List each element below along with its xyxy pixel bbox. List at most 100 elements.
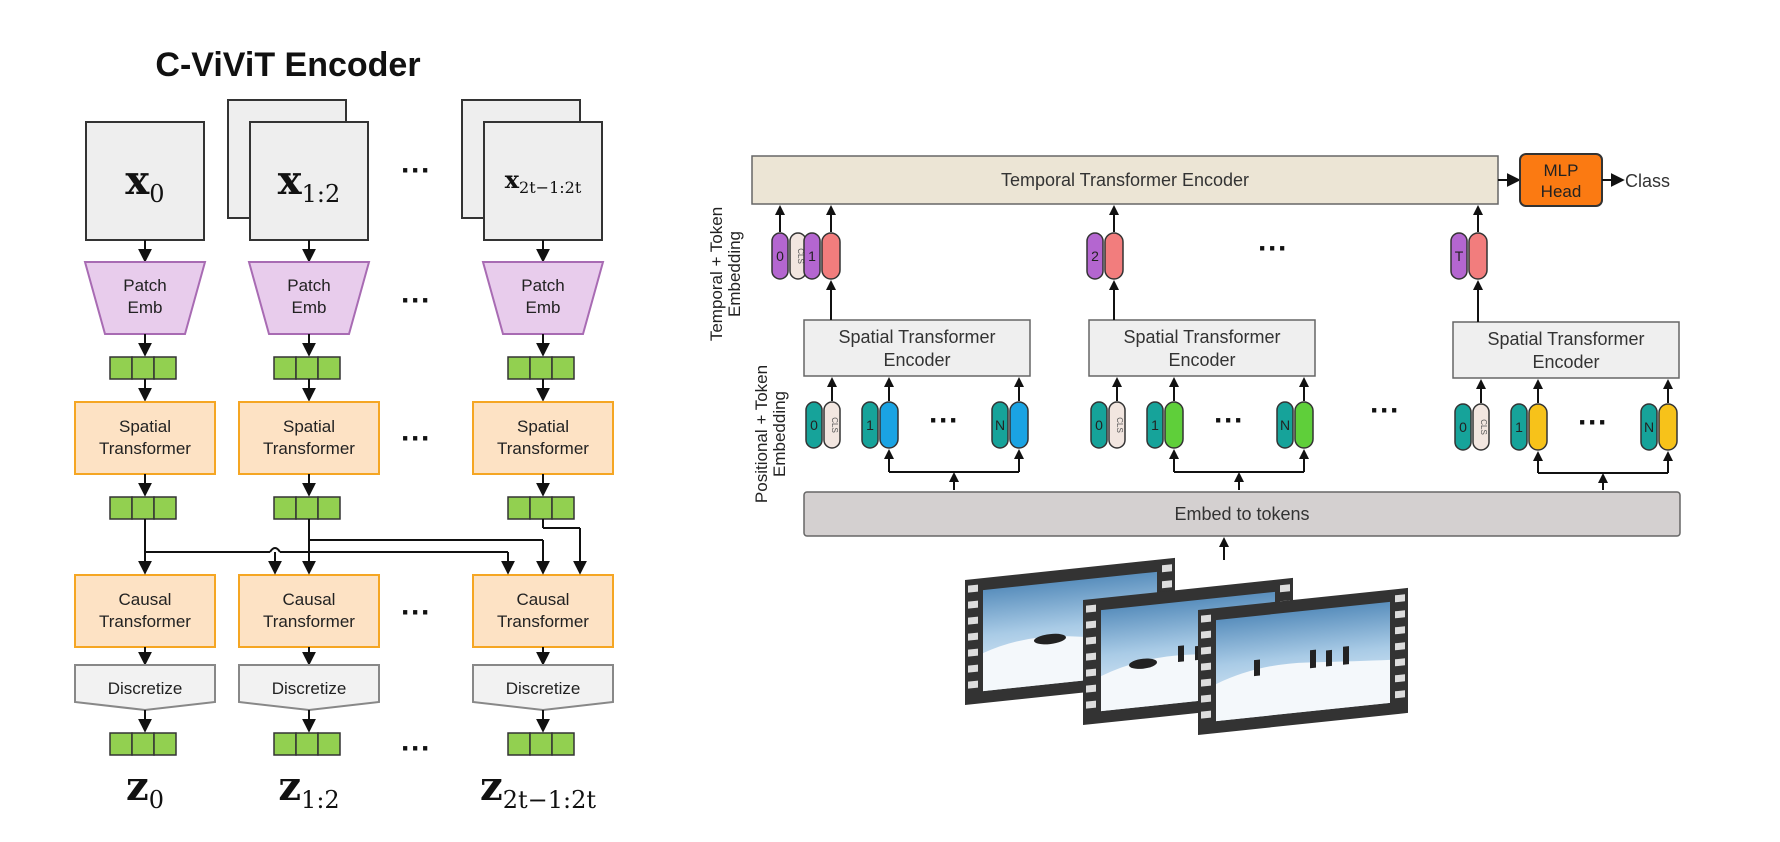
causal-transformer-label: Transformer bbox=[263, 612, 355, 631]
spatial-encoder-3: Spatial Transformer Encoder bbox=[1452, 280, 1680, 379]
svg-text:Embedding: Embedding bbox=[770, 391, 789, 477]
spatial-encoder-2: Spatial Transformer Encoder bbox=[1088, 280, 1316, 377]
token-label: T bbox=[1455, 248, 1464, 264]
token-label: N bbox=[995, 417, 1005, 433]
input-frame-box bbox=[483, 121, 603, 241]
discretize-label: Discretize bbox=[506, 679, 581, 698]
spatial-encoder-label: Spatial Transformer bbox=[1123, 327, 1280, 347]
spatial-encoder-label: Encoder bbox=[883, 350, 950, 370]
causal-transformer-label: Transformer bbox=[497, 612, 589, 631]
film-frame bbox=[1198, 587, 1408, 735]
cls-label: CLS bbox=[1115, 417, 1124, 433]
spatial-encoder-1: Spatial Transformer Encoder bbox=[803, 280, 1031, 377]
token-strip bbox=[507, 356, 575, 380]
output-label: z2t−1:2t bbox=[480, 763, 596, 814]
cls-label: CLS bbox=[796, 248, 805, 264]
patch-emb-label: Emb bbox=[292, 298, 327, 317]
svg-text:Positional + Token: Positional + Token bbox=[752, 365, 771, 503]
ellipsis: ··· bbox=[401, 422, 431, 455]
token-strip bbox=[273, 496, 341, 520]
patch-emb-block bbox=[247, 261, 371, 335]
token-strip bbox=[109, 496, 177, 520]
spatial-transformer-label: Spatial bbox=[517, 417, 569, 436]
temporal-position-token bbox=[1086, 232, 1104, 280]
ellipsis: ··· bbox=[401, 154, 431, 187]
embed-to-tokens-block bbox=[803, 491, 1681, 537]
causal-transformer-block bbox=[238, 574, 380, 648]
cls-token bbox=[1472, 403, 1490, 451]
discretize-label: Discretize bbox=[108, 679, 183, 698]
token-label: 1 bbox=[1151, 417, 1159, 433]
output-label: z0 bbox=[126, 763, 164, 814]
cls-label: CLS bbox=[1479, 419, 1488, 435]
temporal-feature-token bbox=[1468, 232, 1488, 280]
spatial-transformer-label: Transformer bbox=[497, 439, 589, 458]
spatial-transformer-block bbox=[472, 401, 614, 475]
ellipsis: ··· bbox=[929, 404, 959, 437]
spatial-transformer-label: Transformer bbox=[263, 439, 355, 458]
spatial-encoder-label: Encoder bbox=[1532, 352, 1599, 372]
ellipsis: ··· bbox=[401, 596, 431, 629]
spatial-transformer-block bbox=[238, 401, 380, 475]
spatial-transformer-encoder bbox=[1452, 321, 1680, 379]
svg-text:Embedding: Embedding bbox=[725, 231, 744, 317]
temporal-encoder-label: Temporal Transformer Encoder bbox=[1001, 170, 1249, 190]
patch-emb-block bbox=[83, 261, 207, 335]
ellipsis: ··· bbox=[401, 732, 431, 765]
token-label: 0 bbox=[776, 248, 784, 264]
causal-transformer-label: Causal bbox=[119, 590, 172, 609]
spatial-token-group-blue: 0 CLS 1 ··· N bbox=[805, 377, 1029, 490]
spatial-transformer-encoder bbox=[803, 319, 1031, 377]
token-label: N bbox=[1644, 419, 1654, 435]
mlp-head-label: Head bbox=[1541, 182, 1582, 201]
positional-embedding-side-label: Positional + Token Embedding bbox=[752, 365, 789, 503]
token-label: 0 bbox=[1459, 419, 1467, 435]
spatial-encoder-label: Encoder bbox=[1168, 350, 1235, 370]
input-label: x1:2 bbox=[278, 157, 340, 208]
token-strip bbox=[273, 732, 341, 756]
causal-transformer-label: Causal bbox=[517, 590, 570, 609]
ellipsis: ··· bbox=[1578, 406, 1608, 439]
vivit-architecture-panel: Temporal Transformer Encoder MLP Head Cl… bbox=[707, 153, 1681, 735]
ellipsis: ··· bbox=[1214, 404, 1244, 437]
left-title: C-ViViT Encoder bbox=[155, 46, 420, 84]
embed-to-tokens-label: Embed to tokens bbox=[1174, 504, 1309, 524]
causal-transformer-block bbox=[472, 574, 614, 648]
discretize-label: Discretize bbox=[272, 679, 347, 698]
spatial-token-group-green: 0 CLS 1 ··· N bbox=[1090, 377, 1314, 490]
cvivit-encoder-panel: C-ViViT Encoder x0 Patch Emb Spatial Tra… bbox=[74, 46, 614, 814]
token-label: 0 bbox=[1095, 417, 1103, 433]
spatial-transformer-label: Spatial bbox=[119, 417, 171, 436]
cls-token bbox=[823, 401, 841, 449]
causal-transformer-label: Causal bbox=[283, 590, 336, 609]
output-label: z1:2 bbox=[278, 763, 339, 814]
temporal-embedding-side-label: Temporal + Token Embedding bbox=[707, 207, 744, 341]
patch-emb-block bbox=[481, 261, 605, 335]
temporal-token-row: 0 CLS 1 2 T ··· bbox=[771, 205, 1488, 280]
spatial-transformer-encoder bbox=[1088, 319, 1316, 377]
cls-token bbox=[1108, 401, 1126, 449]
input-label: x0 bbox=[125, 157, 164, 208]
spatial-transformer-label: Spatial bbox=[283, 417, 335, 436]
column-1: x1:2 Patch Emb Spatial Transformer bbox=[227, 99, 380, 814]
temporal-position-token bbox=[1450, 232, 1468, 280]
causal-transformer-label: Transformer bbox=[99, 612, 191, 631]
token-strip bbox=[507, 496, 575, 520]
column-2: x2t−1:2t Patch Emb Spatial Transformer bbox=[461, 99, 614, 814]
token-label: 1 bbox=[866, 417, 874, 433]
temporal-feature-token bbox=[821, 232, 841, 280]
ellipsis: ··· bbox=[1258, 232, 1288, 265]
column-0: x0 Patch Emb Spatial Transformer bbox=[74, 121, 216, 814]
token-strip bbox=[273, 356, 341, 380]
token-strip bbox=[109, 732, 177, 756]
token-strip bbox=[507, 732, 575, 756]
token-label: 1 bbox=[808, 248, 816, 264]
patch-emb-label: Emb bbox=[128, 298, 163, 317]
token-strip bbox=[109, 356, 177, 380]
input-frame-box bbox=[85, 121, 205, 241]
input-label: x2t−1:2t bbox=[505, 165, 582, 197]
patch-emb-label: Patch bbox=[287, 276, 330, 295]
patch-emb-label: Patch bbox=[123, 276, 166, 295]
token-label: N bbox=[1280, 417, 1290, 433]
